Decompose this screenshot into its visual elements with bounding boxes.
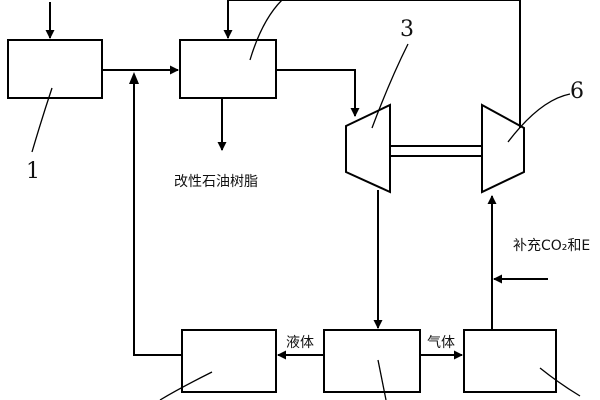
liquid-recycle-arrowhead: [129, 72, 139, 84]
bottom-left-box: [181, 329, 277, 393]
leader-line-6: [507, 93, 571, 143]
supplement-label: 补充CO₂和E: [513, 238, 590, 254]
resin-output-label: 改性石油树脂: [174, 174, 258, 190]
leader-line-3: [371, 43, 409, 129]
liquid-recycle-arrow: [133, 80, 182, 356]
label-1: 1: [26, 159, 40, 184]
label-3: 3: [400, 17, 414, 42]
leader-line-1: [31, 87, 53, 153]
gas-label: 气体: [427, 335, 455, 351]
unit-6-trapezoid: [481, 103, 525, 194]
box-1: [7, 39, 103, 99]
bottom-right-box: [463, 329, 557, 393]
reactor-box: [179, 39, 277, 99]
leader-line-bottom-middle: [377, 359, 387, 400]
label-6: 6: [570, 79, 584, 104]
unit-3-trapezoid: [345, 103, 391, 194]
bottom-middle-box: [323, 329, 421, 393]
leader-line-bottom-right: [539, 367, 581, 397]
leader-line-reactor: [249, 0, 283, 61]
leader-line-bottom-left: [159, 371, 213, 400]
liquid-label: 液体: [286, 335, 314, 351]
reactor-to-unit3-arrow: [276, 69, 360, 117]
top-recycle-line: [227, 0, 521, 128]
